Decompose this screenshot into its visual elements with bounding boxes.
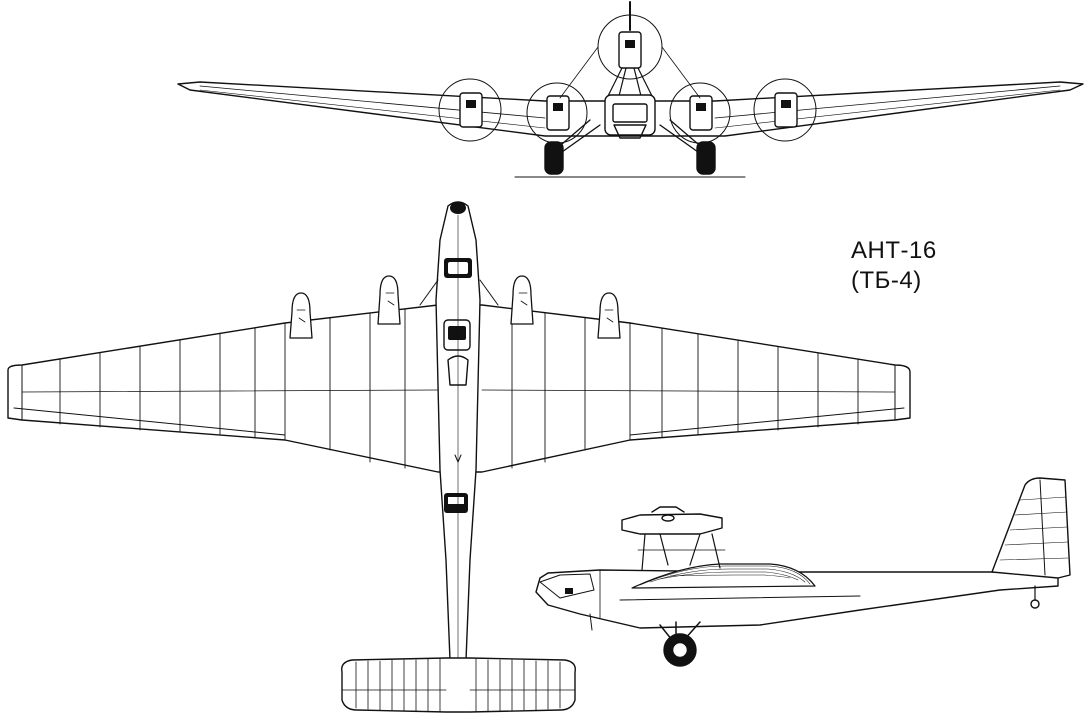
front-view (177, 1, 1084, 178)
aircraft-title: АНТ-16 (ТБ-4) (851, 236, 937, 296)
front-prop-disc-4 (753, 78, 817, 142)
top-engine-3 (510, 275, 534, 325)
aircraft-military-designation: (ТБ-4) (851, 267, 922, 294)
front-prop-disc-1 (438, 78, 502, 142)
side-top-engine (621, 513, 723, 535)
top-engine-4 (597, 292, 621, 339)
top-engine-2 (377, 275, 401, 325)
side-view (535, 477, 1071, 667)
aircraft-designation: АНТ-16 (851, 237, 937, 264)
side-fin (991, 477, 1071, 579)
front-wing (177, 81, 1084, 137)
top-view (7, 201, 911, 713)
top-engine-1 (289, 292, 313, 339)
top-tailplane (341, 657, 576, 713)
